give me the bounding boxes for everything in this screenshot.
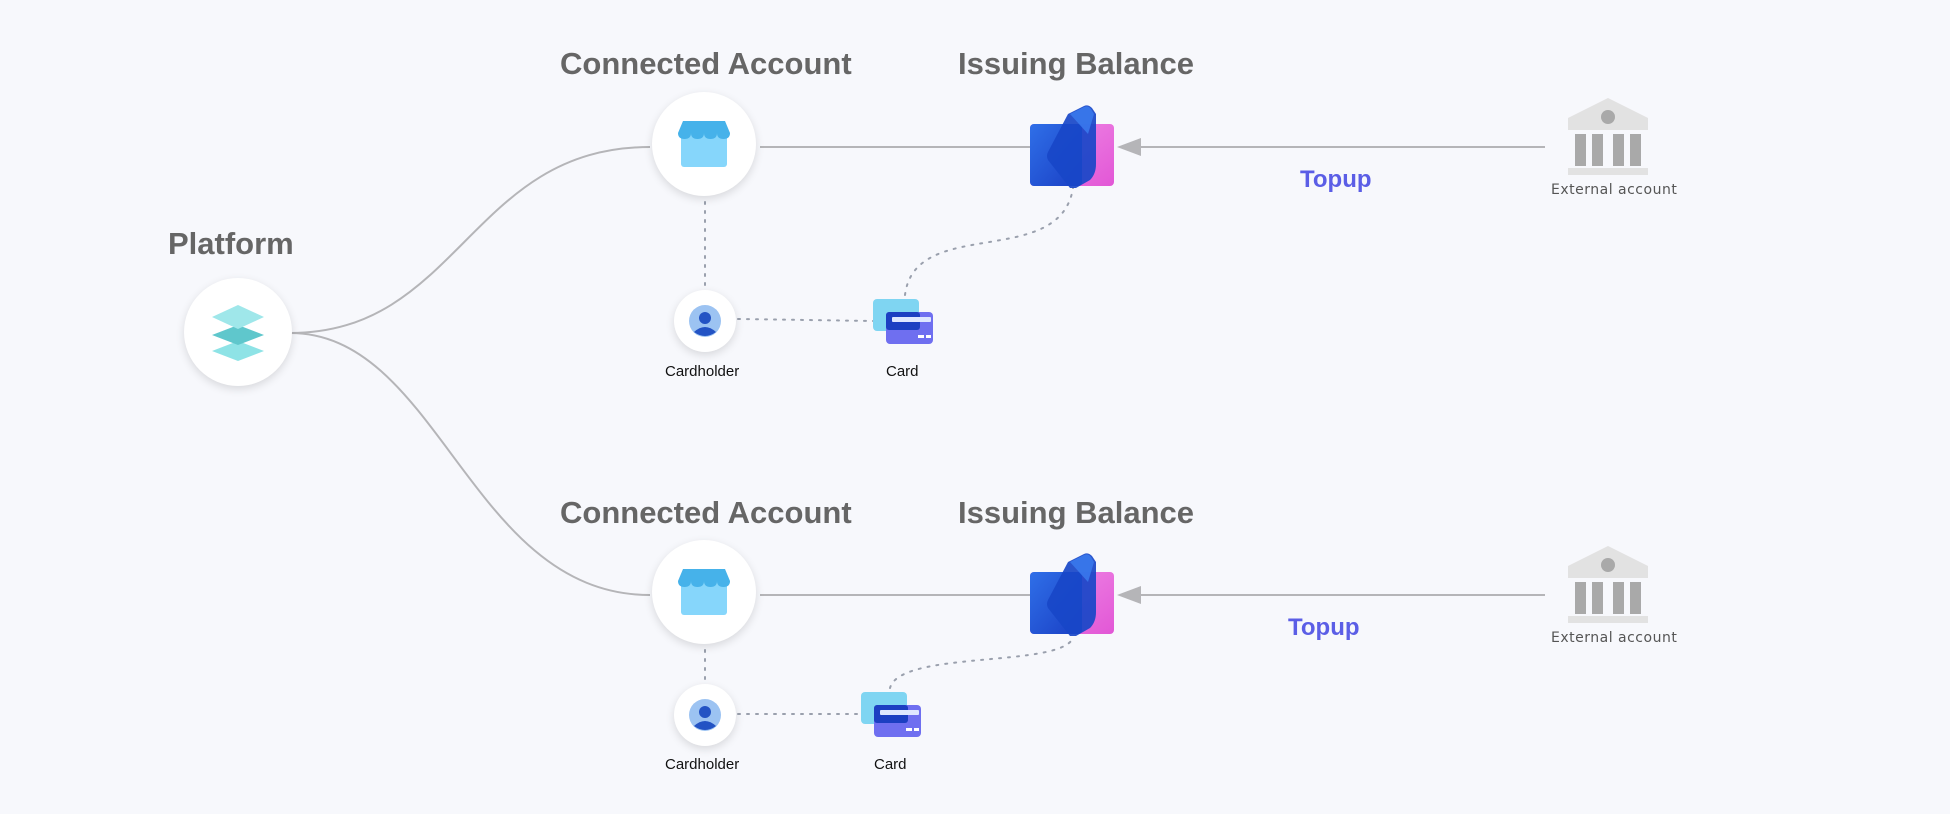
person-icon <box>689 305 721 337</box>
platform-to-account-2-line <box>289 332 651 596</box>
layers-icon <box>212 305 264 361</box>
platform-title: Platform <box>168 226 294 261</box>
connected-account-1-node[interactable] <box>652 92 756 196</box>
cardholder-2-label: Cardholder <box>665 756 740 773</box>
topup-2-arrowhead <box>1117 586 1141 604</box>
cardholder-2-node[interactable] <box>674 684 736 746</box>
storefront-icon <box>678 569 730 615</box>
card-2-to-balance-dots <box>889 637 1074 689</box>
platform-node[interactable] <box>184 278 292 386</box>
card-2-label: Card <box>874 756 907 773</box>
connected-account-2-title: Connected Account <box>560 495 852 530</box>
cardholder-1-node[interactable] <box>674 290 736 352</box>
topup-2-label: Topup <box>1288 614 1360 641</box>
topup-1-label: Topup <box>1300 166 1372 193</box>
connected-account-1-title: Connected Account <box>560 46 852 81</box>
issuing-balance-1-node[interactable] <box>1030 104 1116 188</box>
external-account-1-node[interactable] <box>1566 96 1650 176</box>
issuing-balance-2-title: Issuing Balance <box>958 495 1195 530</box>
bank-icon <box>1568 98 1648 175</box>
issuing-balance-2-node[interactable] <box>1030 552 1116 636</box>
storefront-icon <box>678 121 730 167</box>
credit-card-icon <box>861 692 921 737</box>
external-account-2-node[interactable] <box>1566 544 1650 624</box>
issuing-balance-icon <box>1030 553 1114 636</box>
issuing-balance-1-title: Issuing Balance <box>958 46 1195 81</box>
cardholder-1-label: Cardholder <box>665 363 740 380</box>
topup-1-arrowhead <box>1117 138 1141 156</box>
bank-icon <box>1568 546 1648 623</box>
card-1-node[interactable] <box>873 297 935 347</box>
credit-card-icon <box>873 299 933 344</box>
person-icon <box>689 699 721 731</box>
cardholder-1-to-card-dots <box>737 318 877 322</box>
connected-account-2-node[interactable] <box>652 540 756 644</box>
card-2-node[interactable] <box>861 690 923 740</box>
issuing-balance-icon <box>1030 105 1114 188</box>
external-account-1-label: External account <box>1551 182 1678 198</box>
external-account-2-label: External account <box>1551 630 1678 646</box>
card-1-to-balance-dots <box>904 187 1074 296</box>
platform-to-account-1-line <box>289 146 651 334</box>
card-1-label: Card <box>886 363 919 380</box>
